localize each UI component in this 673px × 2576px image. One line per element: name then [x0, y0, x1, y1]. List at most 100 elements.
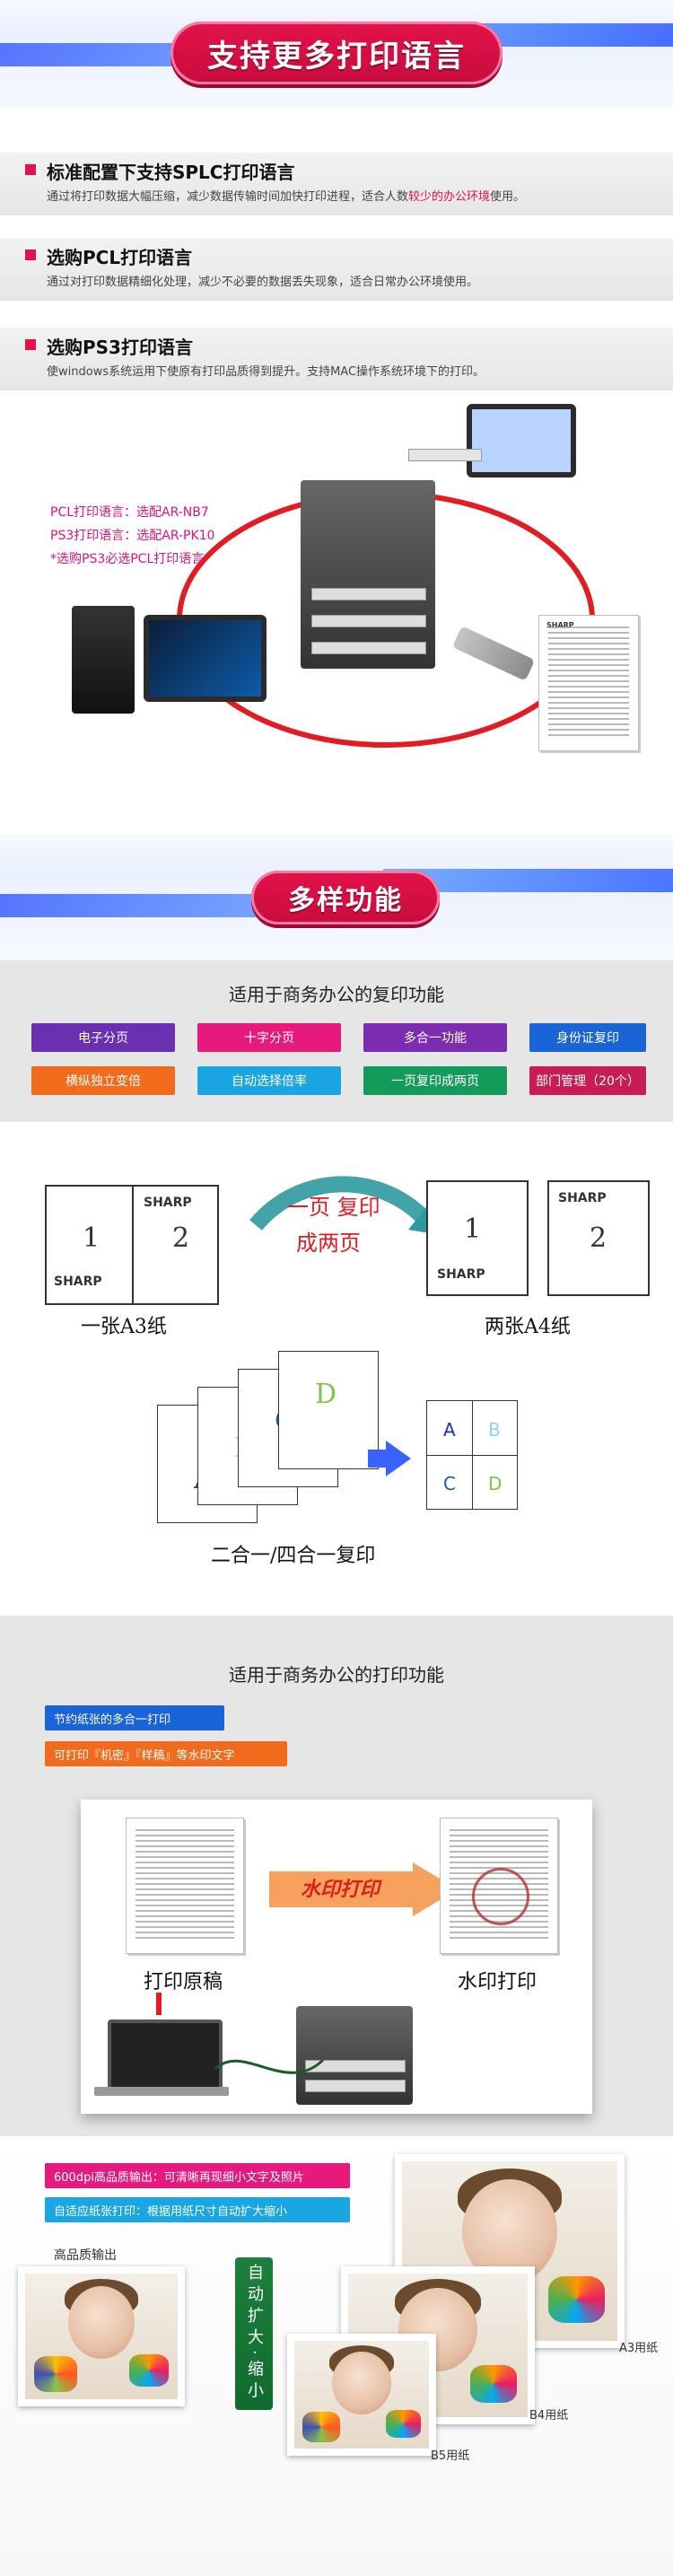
print-header: 适用于商务办公的打印功能 — [229, 1664, 444, 1686]
feature-badge: 自动选择倍率 — [197, 1066, 341, 1095]
right-sheet-label: 两张A4纸 — [485, 1316, 571, 1338]
sheet-divider — [427, 1455, 517, 1456]
letter-label: D — [315, 1379, 337, 1410]
brand-logo: SHARP — [437, 1267, 485, 1282]
print-illustration-card: 水印打印 打印原稿 水印打印 — [81, 1800, 592, 2114]
print-arrow: 水印打印 — [269, 1862, 458, 1916]
note-line: PCL打印语言：选配AR-NB7 — [50, 505, 209, 520]
copy-header: 适用于商务办公的复印功能 — [229, 984, 444, 1005]
a4-sheet: 1 SHARP — [426, 1180, 529, 1296]
b4-label: B4用纸 — [529, 2409, 569, 2423]
copy-arrow: 一页 复印 成两页 — [247, 1171, 435, 1279]
red-arrow-icon — [156, 1993, 162, 2015]
section-title: 支持更多打印语言 — [207, 38, 466, 74]
pc-monitor-icon — [144, 615, 267, 702]
copy-features-panel: 适用于商务办公的复印功能 电子分页 十字分页 多合一功能 身份证复印 横纵独立变… — [0, 960, 673, 1122]
print-features-panel: 适用于商务办公的打印功能 节约纸张的多合一打印 可打印『机密』『样稿』等水印文字… — [0, 1616, 673, 2136]
cable-icon — [214, 2058, 325, 2074]
laptop-base — [94, 2087, 229, 2096]
quality-badge: 自适应纸张打印：根据用纸尺寸自动扩大缩小 — [45, 2197, 350, 2222]
letter-label: A — [443, 1419, 456, 1441]
a3-sheet: 1 2 SHARP SHARP — [45, 1185, 219, 1305]
printer-tray — [305, 2060, 406, 2072]
arrow-text: 水印打印 — [301, 1879, 380, 1901]
nup-result-sheet: A B C D — [426, 1400, 518, 1510]
printed-page-icon: SHARP — [538, 615, 639, 751]
note-line: *选购PS3必选PCL打印语言 — [50, 552, 205, 566]
page-lines — [548, 626, 629, 740]
quality-badge: 600dpi高品质输出：可清晰再现细小文字及照片 — [45, 2163, 350, 2188]
letter-label: B — [488, 1419, 501, 1441]
bullet-icon — [25, 339, 36, 350]
desc-text: 使用。 — [490, 190, 526, 204]
feature-badge: 身份证复印 — [529, 1023, 646, 1052]
pc-tower-icon — [72, 606, 135, 714]
original-doc — [126, 1818, 244, 1954]
banner-multi: 多样功能 — [0, 835, 673, 960]
devices-illustration: PCL打印语言：选配AR-NB7 PS3打印语言：选配AR-PK10 *选购PS… — [0, 395, 673, 781]
page-number: 1 — [464, 1214, 482, 1245]
feature-badge: 一页复印成两页 — [363, 1066, 507, 1095]
left-sheet-label: 一张A3纸 — [81, 1316, 167, 1338]
keyboard-icon — [408, 449, 482, 461]
page-number: 1 — [83, 1222, 101, 1254]
brand-logo: SHARP — [144, 1196, 192, 1210]
bullet-icon — [25, 164, 36, 175]
stamp-icon — [472, 1868, 529, 1925]
desc-highlight: 较少的办公环境 — [408, 190, 491, 204]
hq-photo — [18, 2266, 185, 2406]
auto-zoom-label: 自动扩大·缩小 — [235, 2257, 273, 2410]
feature-badge: 电子分页 — [31, 1023, 175, 1052]
imac-monitor-icon — [467, 404, 576, 478]
nup-diagram: A B C D A B C D 二合一/四合一复印 — [0, 1351, 673, 1589]
nup-label: 二合一/四合一复印 — [211, 1545, 376, 1567]
page-number: 2 — [590, 1222, 607, 1254]
sheet-divider — [132, 1187, 134, 1303]
print-badge: 可打印『机密』『样稿』等水印文字 — [45, 1741, 287, 1766]
brand-logo: SHARP — [546, 621, 574, 629]
banner-lang: 支持更多打印语言 — [0, 0, 673, 108]
feature-desc: 使windows系统运用下使原有打印品质得到提升。支持MAC操作系统环境下的打印… — [47, 365, 485, 379]
mfp-printer-icon — [301, 480, 435, 669]
copy-diagram: 1 2 SHARP SHARP 一张A3纸 一页 复印 成两页 1 SHARP … — [0, 1158, 673, 1364]
feature-badge: 十字分页 — [197, 1023, 341, 1052]
watermark-doc — [440, 1818, 558, 1954]
print-badge: 节约纸张的多合一打印 — [45, 1705, 224, 1730]
arrow-bar — [368, 1450, 393, 1468]
section-title-pill: 支持更多打印语言 — [170, 22, 503, 84]
page-number: 2 — [172, 1222, 190, 1254]
original-label: 打印原稿 — [144, 1971, 223, 1993]
brand-logo: SHARP — [54, 1275, 102, 1289]
letter-label: C — [443, 1473, 456, 1494]
feature-row: 标准配置下支持SPLC打印语言 通过将打印数据大幅压缩，减少数据传输时间加快打印… — [0, 153, 673, 215]
mfp-printer-icon — [296, 2006, 413, 2105]
feature-desc: 通过对打印数据精细化处理，减少不必要的数据丢失现象，适合日常办公环境使用。 — [47, 276, 479, 289]
quality-section: 600dpi高品质输出：可清晰再现细小文字及照片 自适应纸张打印：根据用纸尺寸自… — [0, 2136, 673, 2576]
hq-label: 高品质输出 — [54, 2248, 117, 2263]
printer-tray — [311, 615, 426, 627]
feature-title: 选购PCL打印语言 — [47, 247, 193, 268]
brand-logo: SHARP — [558, 1191, 607, 1205]
watermark-label: 水印打印 — [458, 1971, 538, 1993]
b5-photo — [287, 2334, 436, 2456]
laptop-icon — [108, 2020, 223, 2094]
feature-badge: 横纵独立变倍 — [31, 1066, 175, 1095]
feature-title: 选购PS3打印语言 — [47, 337, 193, 358]
feature-badge: 部门管理（20个） — [529, 1066, 646, 1095]
feature-row: 选购PS3打印语言 使windows系统运用下使原有打印品质得到提升。支持MAC… — [0, 328, 673, 390]
stack-sheet: D — [278, 1351, 379, 1469]
feature-row: 选购PCL打印语言 通过对打印数据精细化处理，减少不必要的数据丢失现象，适合日常… — [0, 238, 673, 301]
printer-tray — [311, 588, 426, 600]
letter-label: D — [488, 1473, 503, 1494]
feature-title: 标准配置下支持SPLC打印语言 — [47, 162, 295, 183]
print-arrow-icon — [269, 1862, 458, 1916]
printer-tray — [305, 2080, 406, 2092]
section-title-pill: 多样功能 — [251, 871, 440, 924]
b5-label: B5用纸 — [431, 2449, 470, 2463]
note-line: PS3打印语言：选配AR-PK10 — [50, 529, 215, 543]
feature-desc: 通过将打印数据大幅压缩，减少数据传输时间加快打印进程，适合人数较少的办公环境使用… — [47, 187, 525, 204]
bullet-icon — [25, 250, 36, 260]
section-title: 多样功能 — [288, 885, 403, 916]
middle-text: 成两页 — [296, 1231, 361, 1256]
a4-sheet: SHARP 2 — [547, 1180, 650, 1296]
